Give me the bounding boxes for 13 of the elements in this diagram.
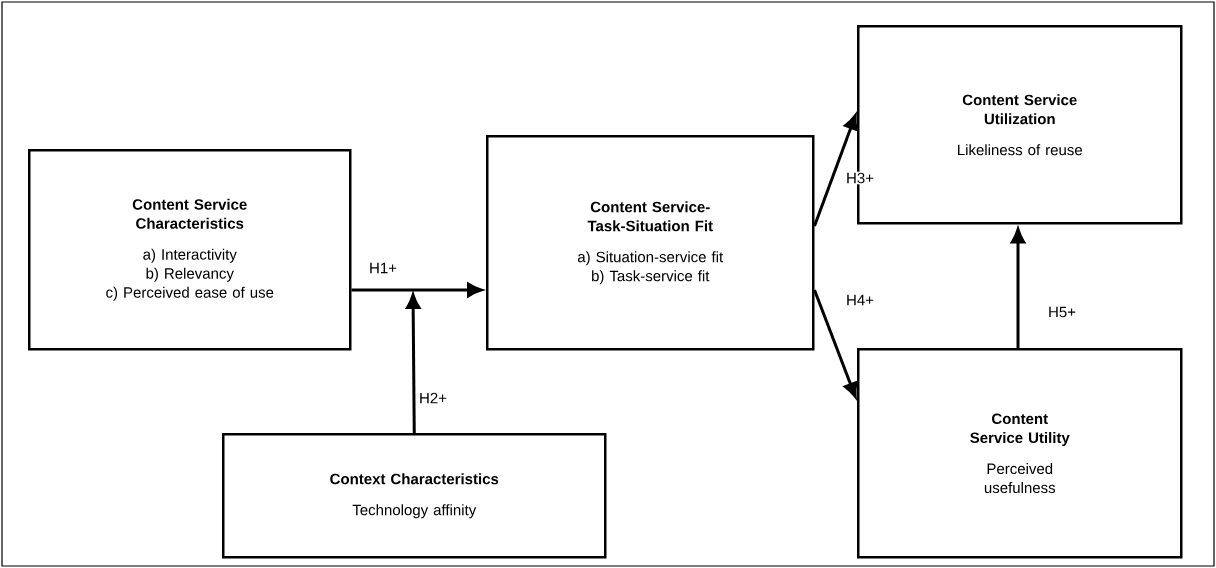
edge-label: H5+ — [1047, 305, 1077, 319]
edge-label: H4+ — [845, 293, 875, 307]
arrow — [406, 293, 421, 434]
edge-label: H2+ — [418, 391, 448, 405]
edge-label: H1+ — [368, 261, 398, 275]
construct-box: Content Service-Task-Situation Fit a) Situation-service fit b) Task-service fit — [486, 135, 815, 351]
construct-box: Context Characteristics Technology affinity — [222, 433, 607, 559]
construct-box: Content Service Utility Perceived usefulness — [857, 348, 1183, 559]
arrow — [813, 114, 858, 227]
edge-label: H3+ — [845, 171, 875, 185]
construct-box: Content Service Characteristics a) Interactivity b) Relevancy c) Perceived ease of use — [28, 149, 352, 351]
arrow — [351, 282, 483, 298]
arrow — [813, 289, 858, 398]
